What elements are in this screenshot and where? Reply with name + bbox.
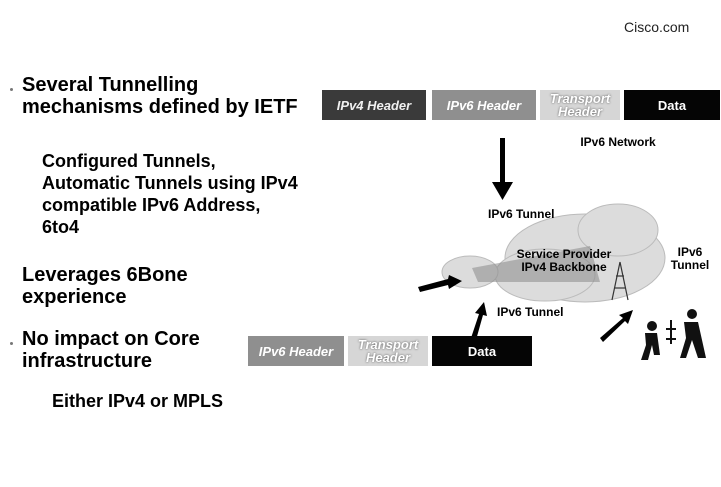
top-data-block: Data <box>624 90 720 120</box>
tunnel-beam <box>472 246 600 282</box>
diagonal-arrow-icon <box>600 310 633 342</box>
sub-bullet-ipv4-mpls: Either IPv4 or MPLS <box>52 391 224 411</box>
antenna-tower-icon <box>611 261 629 301</box>
ipv6-network-label: IPv6 Network <box>580 135 656 149</box>
service-provider-label: Service Provider IPv4 Backbone <box>516 247 612 274</box>
right-arrow-icon <box>418 275 462 292</box>
down-arrow-icon <box>492 138 513 200</box>
brand-link[interactable]: Cisco.com <box>624 19 690 35</box>
top-ipv6-header: IPv6 Header <box>432 90 536 120</box>
bullet-no-impact: No impact on Core infrastructure <box>22 328 200 372</box>
bottom-data-block: Data <box>432 336 532 366</box>
people-icon <box>641 309 706 360</box>
bullet-dot <box>10 88 13 91</box>
bullet-tunnelling-mechanisms: Several Tunnelling mechanisms defined by… <box>22 74 298 118</box>
bullet-6bone: Leverages 6Bone experience <box>22 264 188 308</box>
ipv6-tunnel-top-label: IPv6 Tunnel <box>488 207 555 221</box>
ipv6-tunnel-right-label: IPv6 Tunnel <box>670 245 710 272</box>
ipv6-tunnel-bottom-label: IPv6 Tunnel <box>497 305 564 319</box>
up-arrow-icon <box>471 302 487 340</box>
sub-bullet-tunnel-types: Configured Tunnels, Automatic Tunnels us… <box>42 151 298 237</box>
bottom-transport-header: Transport Header <box>348 336 428 366</box>
bottom-ipv6-header: IPv6 Header <box>248 336 344 366</box>
bullet-dot <box>10 342 13 345</box>
top-transport-header: Transport Header <box>540 90 620 120</box>
top-ipv4-header: IPv4 Header <box>322 90 426 120</box>
